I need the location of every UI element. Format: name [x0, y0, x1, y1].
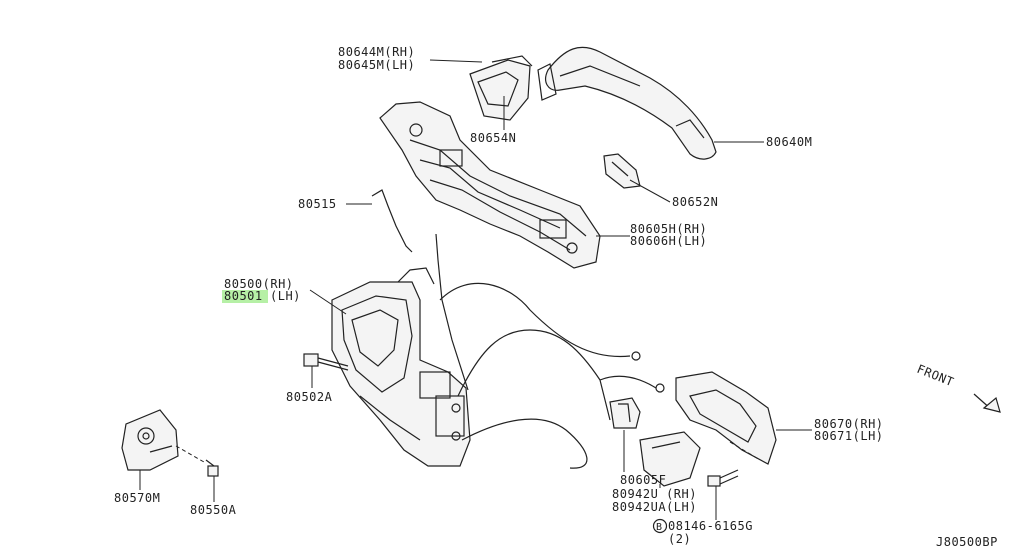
inside-handle-part[interactable]	[675, 371, 777, 465]
screw-part[interactable]	[175, 445, 219, 477]
diagram-code: J80500BP	[936, 535, 998, 549]
label-80942ua: 80942UA(LH)	[612, 500, 697, 514]
label-80570m: 80570M	[114, 491, 160, 505]
label-80605h: 80605H(RH)	[630, 222, 707, 236]
door-lock-assembly-part[interactable]	[331, 267, 471, 467]
label-08146: 08146-6165G	[668, 519, 753, 533]
label-08146-badge: B	[656, 522, 663, 533]
label-80644m: 80644M(RH)	[338, 45, 415, 59]
part-labels: 80644M(RH) 80645M(LH) 80654N 80640M 8065…	[114, 45, 998, 549]
label-80501: 80501	[224, 289, 263, 303]
label-80670: 80670(RH)	[814, 417, 884, 431]
label-80652n: 80652N	[672, 195, 718, 209]
front-arrow-icon	[973, 393, 1001, 413]
leader-lines	[139, 59, 812, 520]
clip-part[interactable]	[609, 397, 641, 429]
striker-part[interactable]	[121, 409, 179, 471]
label-80942u: 80942U (RH)	[612, 487, 697, 501]
bolt-part[interactable]	[303, 353, 349, 371]
label-80640m: 80640M	[766, 135, 812, 149]
label-front: FRONT	[915, 362, 956, 389]
handle-bracket-part[interactable]	[379, 101, 601, 269]
label-08146-qty: (2)	[668, 532, 691, 546]
label-80502a: 80502A	[286, 390, 333, 404]
label-80501-side: (LH)	[270, 289, 301, 303]
label-80654n: 80654N	[470, 131, 516, 145]
outside-handle-part[interactable]	[537, 46, 717, 160]
label-80671: 80671(LH)	[814, 429, 884, 443]
rod-part[interactable]	[371, 189, 413, 253]
bolt-pair-part[interactable]	[707, 469, 739, 487]
label-80645m: 80645M(LH)	[338, 58, 415, 72]
label-80515: 80515	[298, 197, 337, 211]
cable-part[interactable]	[435, 233, 665, 469]
label-80500: 80500(RH)	[224, 277, 294, 291]
label-80605f: 80605F	[620, 473, 666, 487]
bolt-badge-icon	[652, 518, 668, 534]
escutcheon-part[interactable]	[469, 55, 533, 121]
inside-handle-gasket-part[interactable]	[639, 431, 701, 487]
label-highlight	[222, 290, 268, 303]
label-80550a: 80550A	[190, 503, 237, 517]
label-80606h: 80606H(LH)	[630, 234, 707, 248]
